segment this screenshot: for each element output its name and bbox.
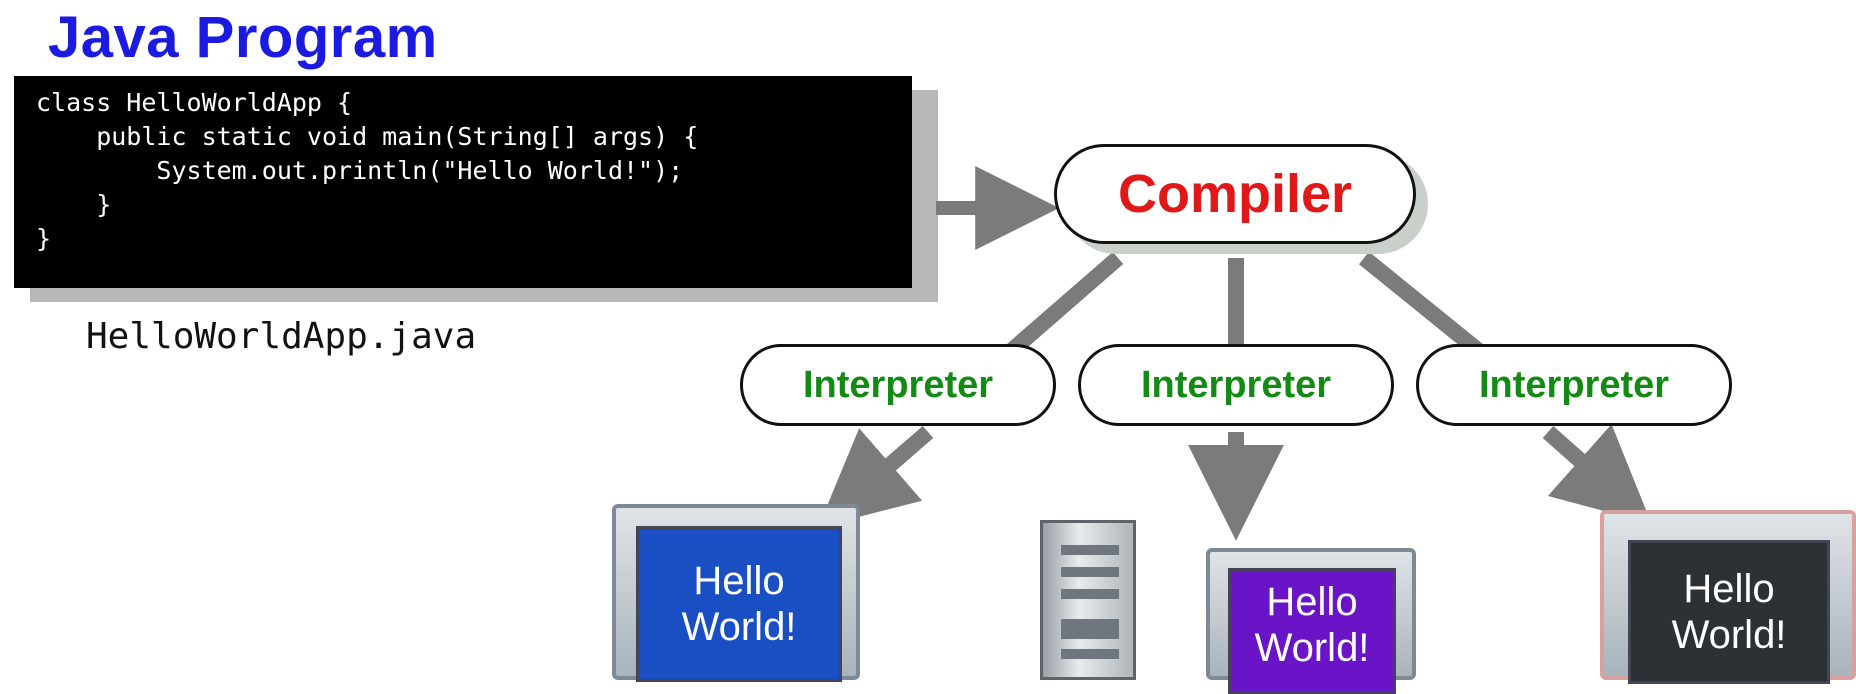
computer-tower-icon: [1040, 520, 1136, 680]
code-line: System.out.println("Hello World!");: [36, 156, 684, 185]
output-text-line2: World!: [1254, 626, 1370, 670]
monitor-icon-1: Hello World!: [612, 504, 860, 682]
arrow-interpreter-1-to-monitor: [818, 425, 934, 528]
output-text-line2: World!: [681, 605, 797, 649]
code-line: public static void main(String[] args) {: [36, 122, 699, 151]
output-text-line1: Hello: [693, 559, 785, 603]
monitor-icon-3: Hello World!: [1600, 510, 1856, 684]
connector-compiler-to-interpreter-3: [1358, 251, 1486, 359]
source-code-block: class HelloWorldApp { public static void…: [14, 76, 912, 288]
monitor-screen-1: Hello World!: [636, 526, 842, 682]
connector-compiler-to-interpreter-1: [1004, 251, 1124, 359]
output-text-line2: World!: [1671, 613, 1787, 657]
interpreter-node-1: Interpreter: [740, 344, 1056, 426]
code-line: class HelloWorldApp {: [36, 88, 353, 117]
interpreter-node-3: Interpreter: [1416, 344, 1732, 426]
interpreter-node-2: Interpreter: [1078, 344, 1394, 426]
code-line: }: [36, 224, 52, 253]
monitor-screen-3: Hello World!: [1628, 540, 1830, 684]
code-line: }: [36, 190, 112, 219]
flow-arrows: [818, 166, 1652, 541]
diagram-title: Java Program: [48, 5, 438, 70]
arrow-interpreter-3-to-monitor: [1542, 424, 1652, 524]
monitor-screen-2: Hello World!: [1228, 568, 1396, 694]
monitor-icon-2: Hello World!: [1206, 548, 1416, 694]
output-text-line1: Hello: [1266, 580, 1358, 624]
source-filename: HelloWorldApp.java: [86, 316, 477, 357]
compiler-node: Compiler: [1054, 144, 1416, 244]
output-text-line1: Hello: [1683, 567, 1775, 611]
